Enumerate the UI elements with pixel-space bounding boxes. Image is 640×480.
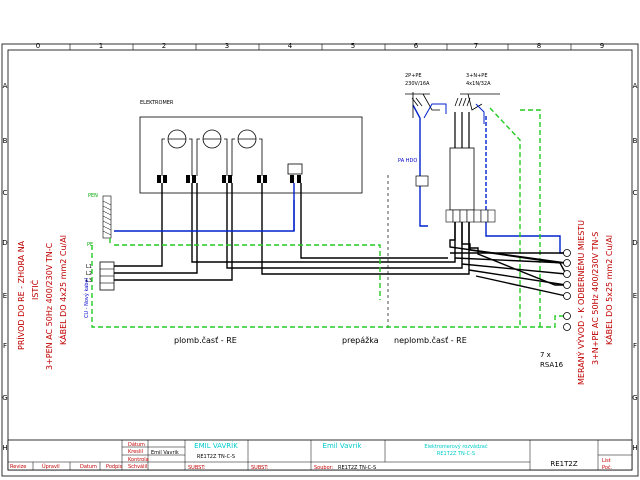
col-label: 2 [162, 42, 166, 50]
row-label: G [632, 394, 637, 402]
meter-label: ELEKTROMER [140, 100, 174, 106]
tb-author-top: EMIL VAVRÍK [194, 441, 238, 450]
col-label: 0 [36, 42, 40, 50]
tb-desc-top: Elektromerový rozvádzač [424, 443, 487, 450]
title-block: Dátum Kreslil Kontrola Schválil Emil Vav… [7, 439, 633, 471]
row-label: D [2, 239, 7, 247]
tb-author-name: Emil Vavrik [323, 442, 363, 450]
column-ticks [69, 44, 572, 50]
row-label: H [2, 444, 7, 452]
tb-list: List [602, 458, 611, 464]
tb-drawing-no: RE1T2Z [550, 460, 577, 468]
tb-desc-bottom: RE1T2Z TN-C-S [437, 451, 475, 457]
tb-kreslil-value: Emil Vavrik [151, 450, 179, 456]
col-label: 3 [225, 42, 229, 50]
supply-line2: ISTIČ [29, 279, 40, 300]
pe-wires [91, 107, 566, 328]
supply-description: PRÍVOD DO RE - ZHORA NA ISTIČ 3+PEN AC 5… [15, 235, 68, 370]
row-label: A [3, 82, 8, 90]
row-label: G [2, 394, 7, 402]
tb-rev-col: Datum [80, 464, 97, 470]
cable-label: CU - Nový kabel [83, 278, 90, 318]
row-label: C [3, 189, 8, 197]
plomb-right-label: neplomb.časť - RE [394, 335, 467, 345]
col-label: 8 [537, 42, 541, 50]
row-label: E [3, 292, 7, 300]
row-label: D [632, 239, 637, 247]
neutral-wire [114, 104, 566, 254]
tb-subst2: SUBST: [251, 465, 269, 471]
hdo-label: PA HDO [398, 158, 417, 164]
partition-label: prepážka [342, 336, 379, 345]
tb-rev-col: Revize [10, 464, 26, 470]
tb-code-top: RE1T2Z TN-C-S [197, 454, 235, 460]
col-label: 6 [414, 42, 419, 50]
row-label: F [3, 342, 7, 350]
row-labels: A B C D E F G H A B C D E F G H [2, 82, 637, 452]
tb-kontrola: Kontrola [128, 457, 149, 463]
row-label: A [633, 82, 638, 90]
phase2-label: L2 [86, 271, 92, 277]
tb-pocet: Poč. [602, 464, 613, 471]
outer-frame [1, 43, 639, 477]
output-line2: 3+N+PE AC 50Hz 400/230V TN-S [591, 232, 600, 365]
electricity-meter: ELEKTROMER [139, 100, 363, 194]
terminals-count: 7 x [540, 351, 551, 359]
input-terminal-block: PEN PE L1 L2 L3 CU - Nový kabel [83, 193, 115, 318]
output-line3: KÁBEL DO 5x25 mm2 Cu/Al [603, 235, 614, 345]
pen-label: PEN [88, 193, 98, 199]
supply-line4: KÁBEL DO 4x25 mm2 Cu/Al [57, 235, 68, 345]
breakers: 2P+PE 230V/16A 3+N+PE 4x1N/32A PA HDO [398, 73, 500, 223]
output-terminals [563, 249, 571, 331]
row-label: C [633, 189, 638, 197]
tb-datum: Dátum [128, 441, 145, 448]
col-label: 7 [474, 42, 478, 50]
pe-label: PE [87, 242, 93, 248]
tb-kreslil: Kreslil [128, 449, 143, 455]
tb-rev-col: Úpravil [42, 463, 60, 470]
tb-subst1: SUBST: [188, 465, 206, 471]
row-label: H [632, 444, 637, 452]
phase3-label: L3 [86, 278, 92, 284]
output-line1: MERANÝ VÝVOD - K ODBERNÉMU MIESTU [575, 220, 586, 385]
supply-line3: 3+PEN AC 50Hz 400/230V TN-C [45, 242, 54, 370]
tb-schvalil: Schválil [128, 463, 147, 470]
breaker-right-label: 3+N+PE [466, 73, 487, 79]
row-label: E [633, 292, 637, 300]
row-label: F [633, 342, 637, 350]
plomb-left-label: plomb.časť - RE [174, 335, 237, 345]
column-labels-top: 0 1 2 3 4 5 6 7 8 9 [36, 42, 604, 50]
breaker-right-rating: 4x1N/32A [466, 81, 491, 87]
tb-soubor-label: Soubor: [314, 465, 334, 471]
output-wires [449, 218, 567, 297]
col-label: 5 [351, 42, 355, 50]
output-description: MERANÝ VÝVOD - K ODBERNÉMU MIESTU 3+N+PE… [575, 220, 614, 385]
col-label: 1 [99, 42, 103, 50]
col-label: 4 [288, 42, 293, 50]
row-label: B [633, 137, 638, 145]
breaker-left-rating: 230V/16A [405, 81, 430, 87]
tb-soubor-value: RE1T2Z TN-C-S [338, 465, 376, 471]
supply-line1: PRÍVOD DO RE - ZHORA NA [15, 240, 26, 350]
col-label: 9 [600, 42, 604, 50]
row-label: B [3, 137, 8, 145]
tb-rev-col: Podpis [106, 464, 123, 470]
breaker-left-label: 2P+PE [405, 73, 422, 79]
terminals-type: RSA16 [540, 361, 564, 369]
phase1-label: L1 [86, 264, 92, 270]
